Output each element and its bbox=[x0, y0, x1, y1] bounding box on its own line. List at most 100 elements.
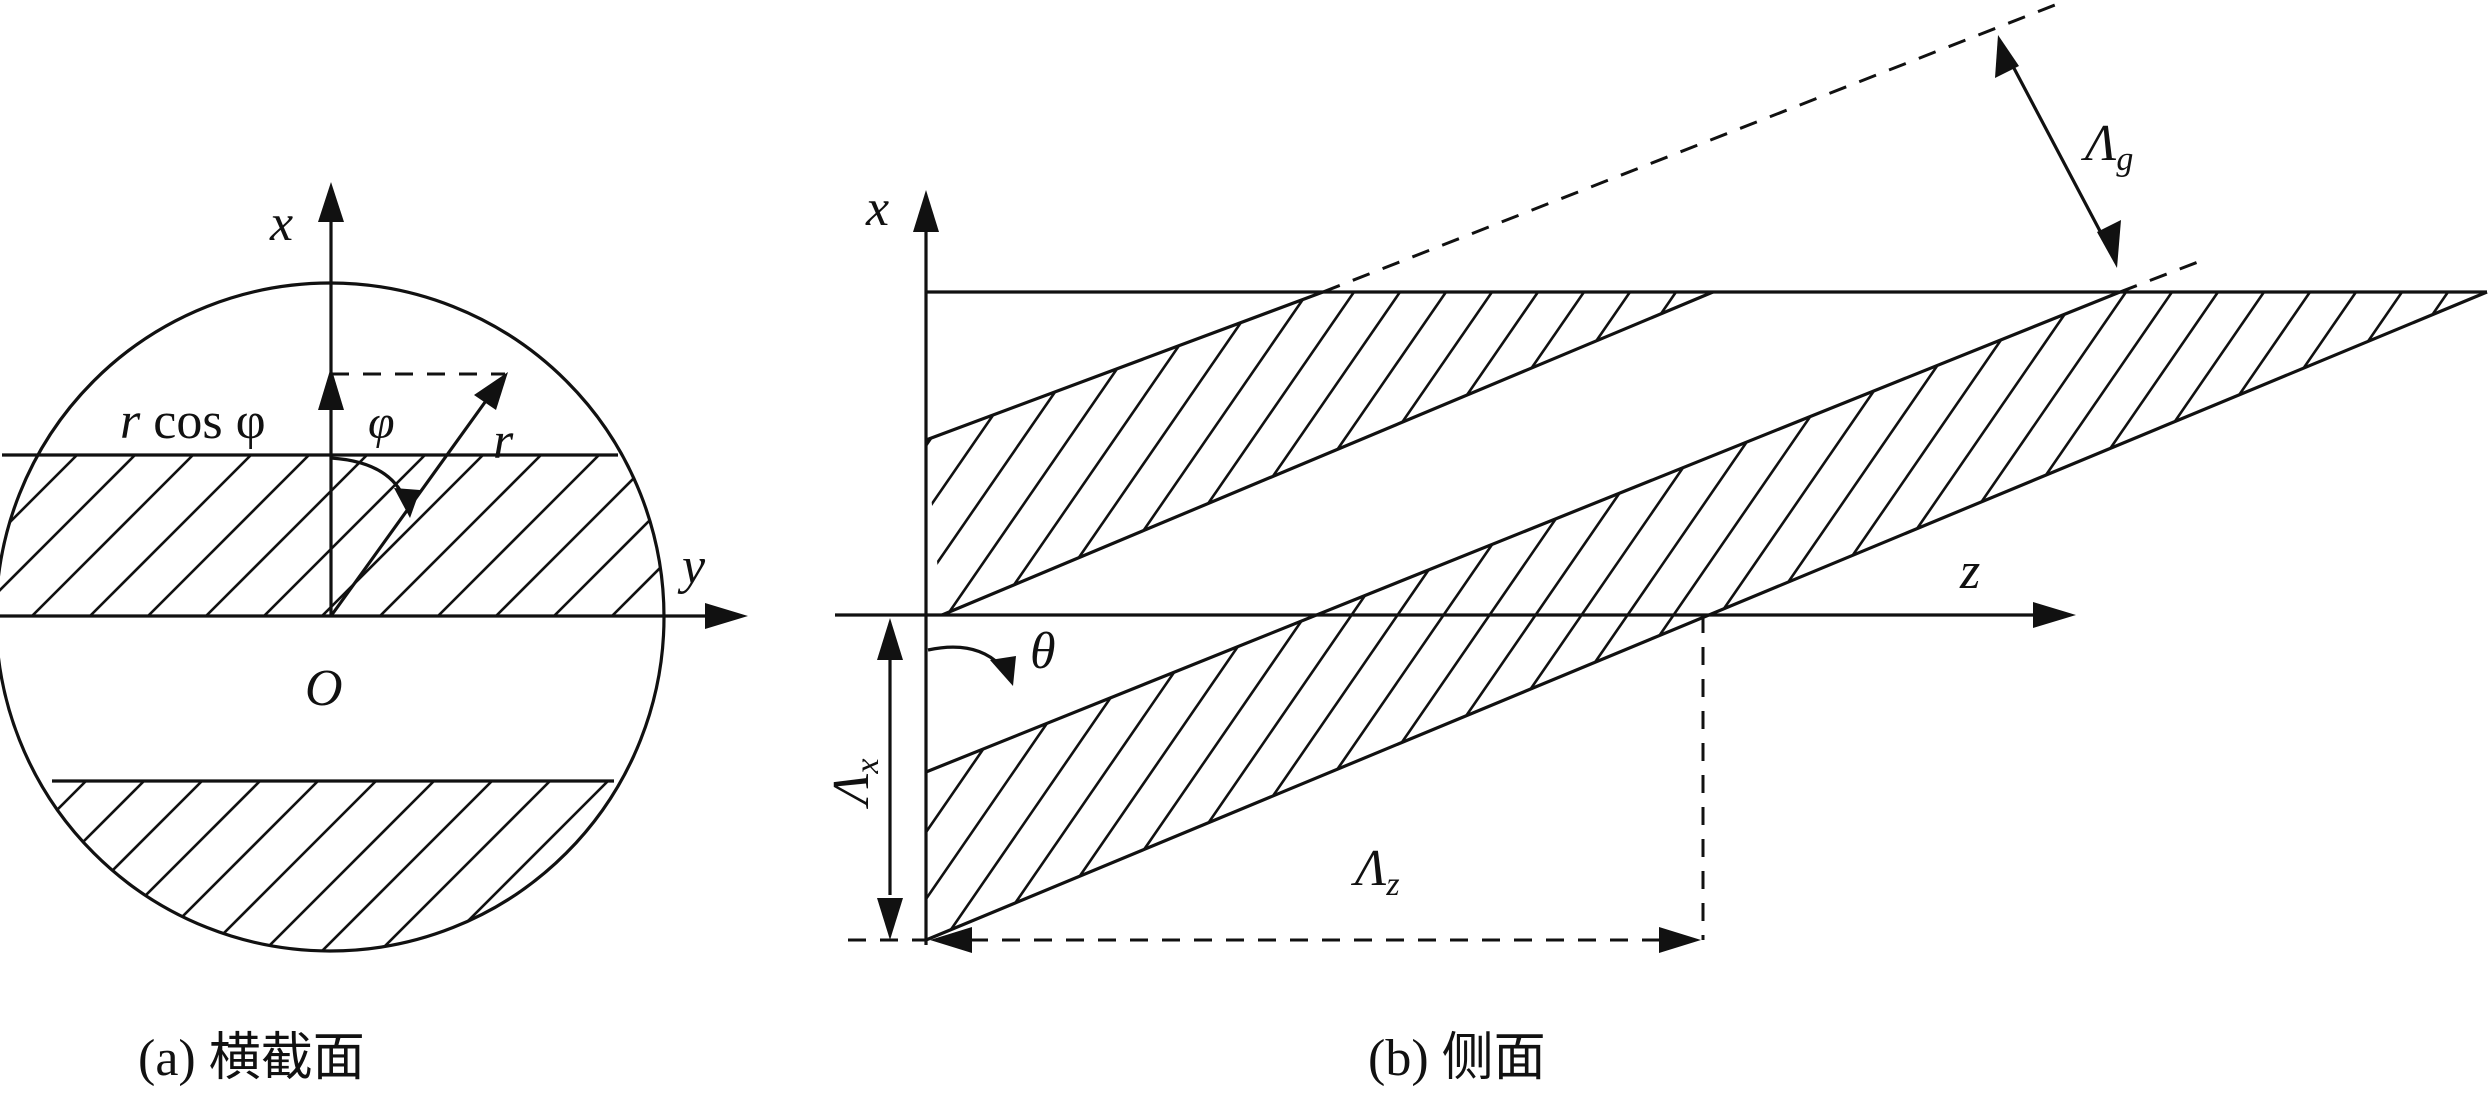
hatch-line bbox=[1756, 292, 2220, 940]
hatch-line bbox=[1618, 292, 1713, 615]
band-lower-hatch bbox=[0, 781, 898, 1001]
hatch-line bbox=[553, 455, 664, 616]
y-axis-label: y bbox=[677, 538, 706, 595]
hatch-line bbox=[147, 455, 310, 616]
hatch-line bbox=[926, 292, 1300, 940]
phi-label: φ bbox=[368, 396, 395, 449]
panel-a-cross-section: y x r cos φ r φ O (a) 横截面 bbox=[0, 182, 898, 1087]
hatch-line bbox=[1526, 292, 1990, 940]
hatch-line bbox=[1204, 292, 1448, 615]
hatch-line bbox=[97, 781, 319, 951]
lambda-g-dimension-line bbox=[2005, 54, 2112, 251]
lambda-x-arrowhead-top bbox=[877, 618, 903, 660]
hatch-line bbox=[728, 455, 889, 616]
projection-label: r cos φ bbox=[120, 393, 266, 450]
hatch-line bbox=[1572, 292, 2036, 940]
upper-strip-lower-edge bbox=[941, 290, 1714, 617]
hatch-line bbox=[329, 781, 551, 951]
hatch-line bbox=[1250, 292, 1494, 615]
hatch-line bbox=[1066, 292, 1530, 940]
hatch-line bbox=[1066, 292, 1310, 615]
lambda-z-arrowhead-left bbox=[930, 927, 972, 953]
hatch-line bbox=[2216, 292, 2487, 940]
hatch-line bbox=[1664, 292, 1713, 615]
hatch-line bbox=[974, 292, 1218, 615]
hatch-line bbox=[155, 781, 377, 951]
hatch-line bbox=[1710, 292, 2174, 940]
hatch-line bbox=[1434, 292, 1898, 940]
hatch-line bbox=[387, 781, 609, 951]
lambda-z-arrowhead-right bbox=[1659, 927, 1701, 953]
hatch-line bbox=[2354, 292, 2487, 940]
x-axis-b-label: x bbox=[865, 180, 889, 237]
hatch-line bbox=[0, 781, 203, 951]
hatch-line bbox=[213, 781, 435, 951]
hatch-line bbox=[2078, 292, 2487, 940]
x-axis-arrowhead bbox=[318, 182, 344, 222]
lower-strip-dashed-extension bbox=[2119, 260, 2199, 294]
hatch-line bbox=[928, 292, 1392, 940]
radius-arrowhead bbox=[474, 372, 508, 410]
lambda-x-label: Λx bbox=[823, 758, 886, 810]
hatch-line bbox=[495, 455, 658, 616]
y-axis-arrowhead bbox=[705, 603, 748, 629]
projection-arrowhead bbox=[318, 367, 344, 410]
hatch-line bbox=[926, 292, 1208, 940]
strip-upper-hatch bbox=[926, 292, 1713, 615]
theta-arc bbox=[927, 645, 1002, 667]
strip-lower-hatch bbox=[926, 292, 2487, 940]
z-axis-arrowhead bbox=[2033, 602, 2076, 628]
hatch-line bbox=[445, 781, 664, 951]
hatch-line bbox=[503, 781, 664, 951]
lambda-z-label: Λz bbox=[1350, 840, 1400, 903]
hatch-line bbox=[39, 781, 261, 951]
lambda-g-arrowhead-bottom bbox=[2097, 220, 2121, 268]
hatch-line bbox=[1710, 292, 1713, 615]
phi-arrowhead bbox=[394, 488, 420, 518]
hatch-line bbox=[1296, 292, 1540, 615]
hatch-line bbox=[31, 455, 194, 616]
hatch-line bbox=[2308, 292, 2487, 940]
origin-label: O bbox=[305, 660, 343, 717]
upper-strip-dashed-extension bbox=[1322, 1, 2061, 294]
hatch-line bbox=[1664, 292, 2128, 940]
hatch-line bbox=[205, 455, 368, 616]
hatch-line bbox=[2446, 292, 2487, 940]
caption-b: (b) 侧面 bbox=[1368, 1030, 1546, 1087]
hatch-line bbox=[1158, 292, 1622, 940]
hatch-line bbox=[0, 781, 87, 951]
radius-label: r bbox=[493, 413, 514, 470]
hatch-line bbox=[0, 455, 20, 616]
hatch-line bbox=[1434, 292, 1678, 615]
hatch-line bbox=[2262, 292, 2487, 940]
hatch-line bbox=[379, 455, 542, 616]
hatch-line bbox=[1158, 292, 1402, 615]
hatch-line bbox=[1250, 292, 1714, 940]
hatch-line bbox=[1020, 292, 1484, 940]
hatch-line bbox=[926, 292, 1346, 940]
hatch-line bbox=[928, 292, 1172, 615]
hatch-line bbox=[2124, 292, 2487, 940]
hatch-line bbox=[1204, 292, 1668, 940]
lambda-x-arrowhead-bottom bbox=[877, 898, 903, 940]
hatch-line bbox=[678, 781, 898, 1001]
lambda-g-label: Λg bbox=[2080, 115, 2133, 178]
upper-strip-upper-edge bbox=[925, 290, 1324, 442]
z-axis-label: z bbox=[1959, 543, 1980, 600]
hatch-line bbox=[611, 455, 664, 616]
hatch-line bbox=[1112, 292, 1356, 615]
x-axis-label: x bbox=[269, 195, 293, 252]
hatch-line bbox=[1342, 292, 1806, 940]
hatch-line bbox=[263, 455, 426, 616]
hatch-line bbox=[0, 781, 29, 951]
hatch-line bbox=[926, 292, 988, 615]
hatch-line bbox=[271, 781, 493, 951]
theta-label: θ bbox=[1030, 623, 1056, 680]
hatch-line bbox=[926, 292, 942, 615]
hatch-line bbox=[1388, 292, 1632, 615]
hatch-line bbox=[1112, 292, 1576, 940]
hatch-line bbox=[1020, 292, 1264, 615]
band-upper-hatch bbox=[0, 455, 889, 616]
hatch-line bbox=[619, 781, 664, 951]
